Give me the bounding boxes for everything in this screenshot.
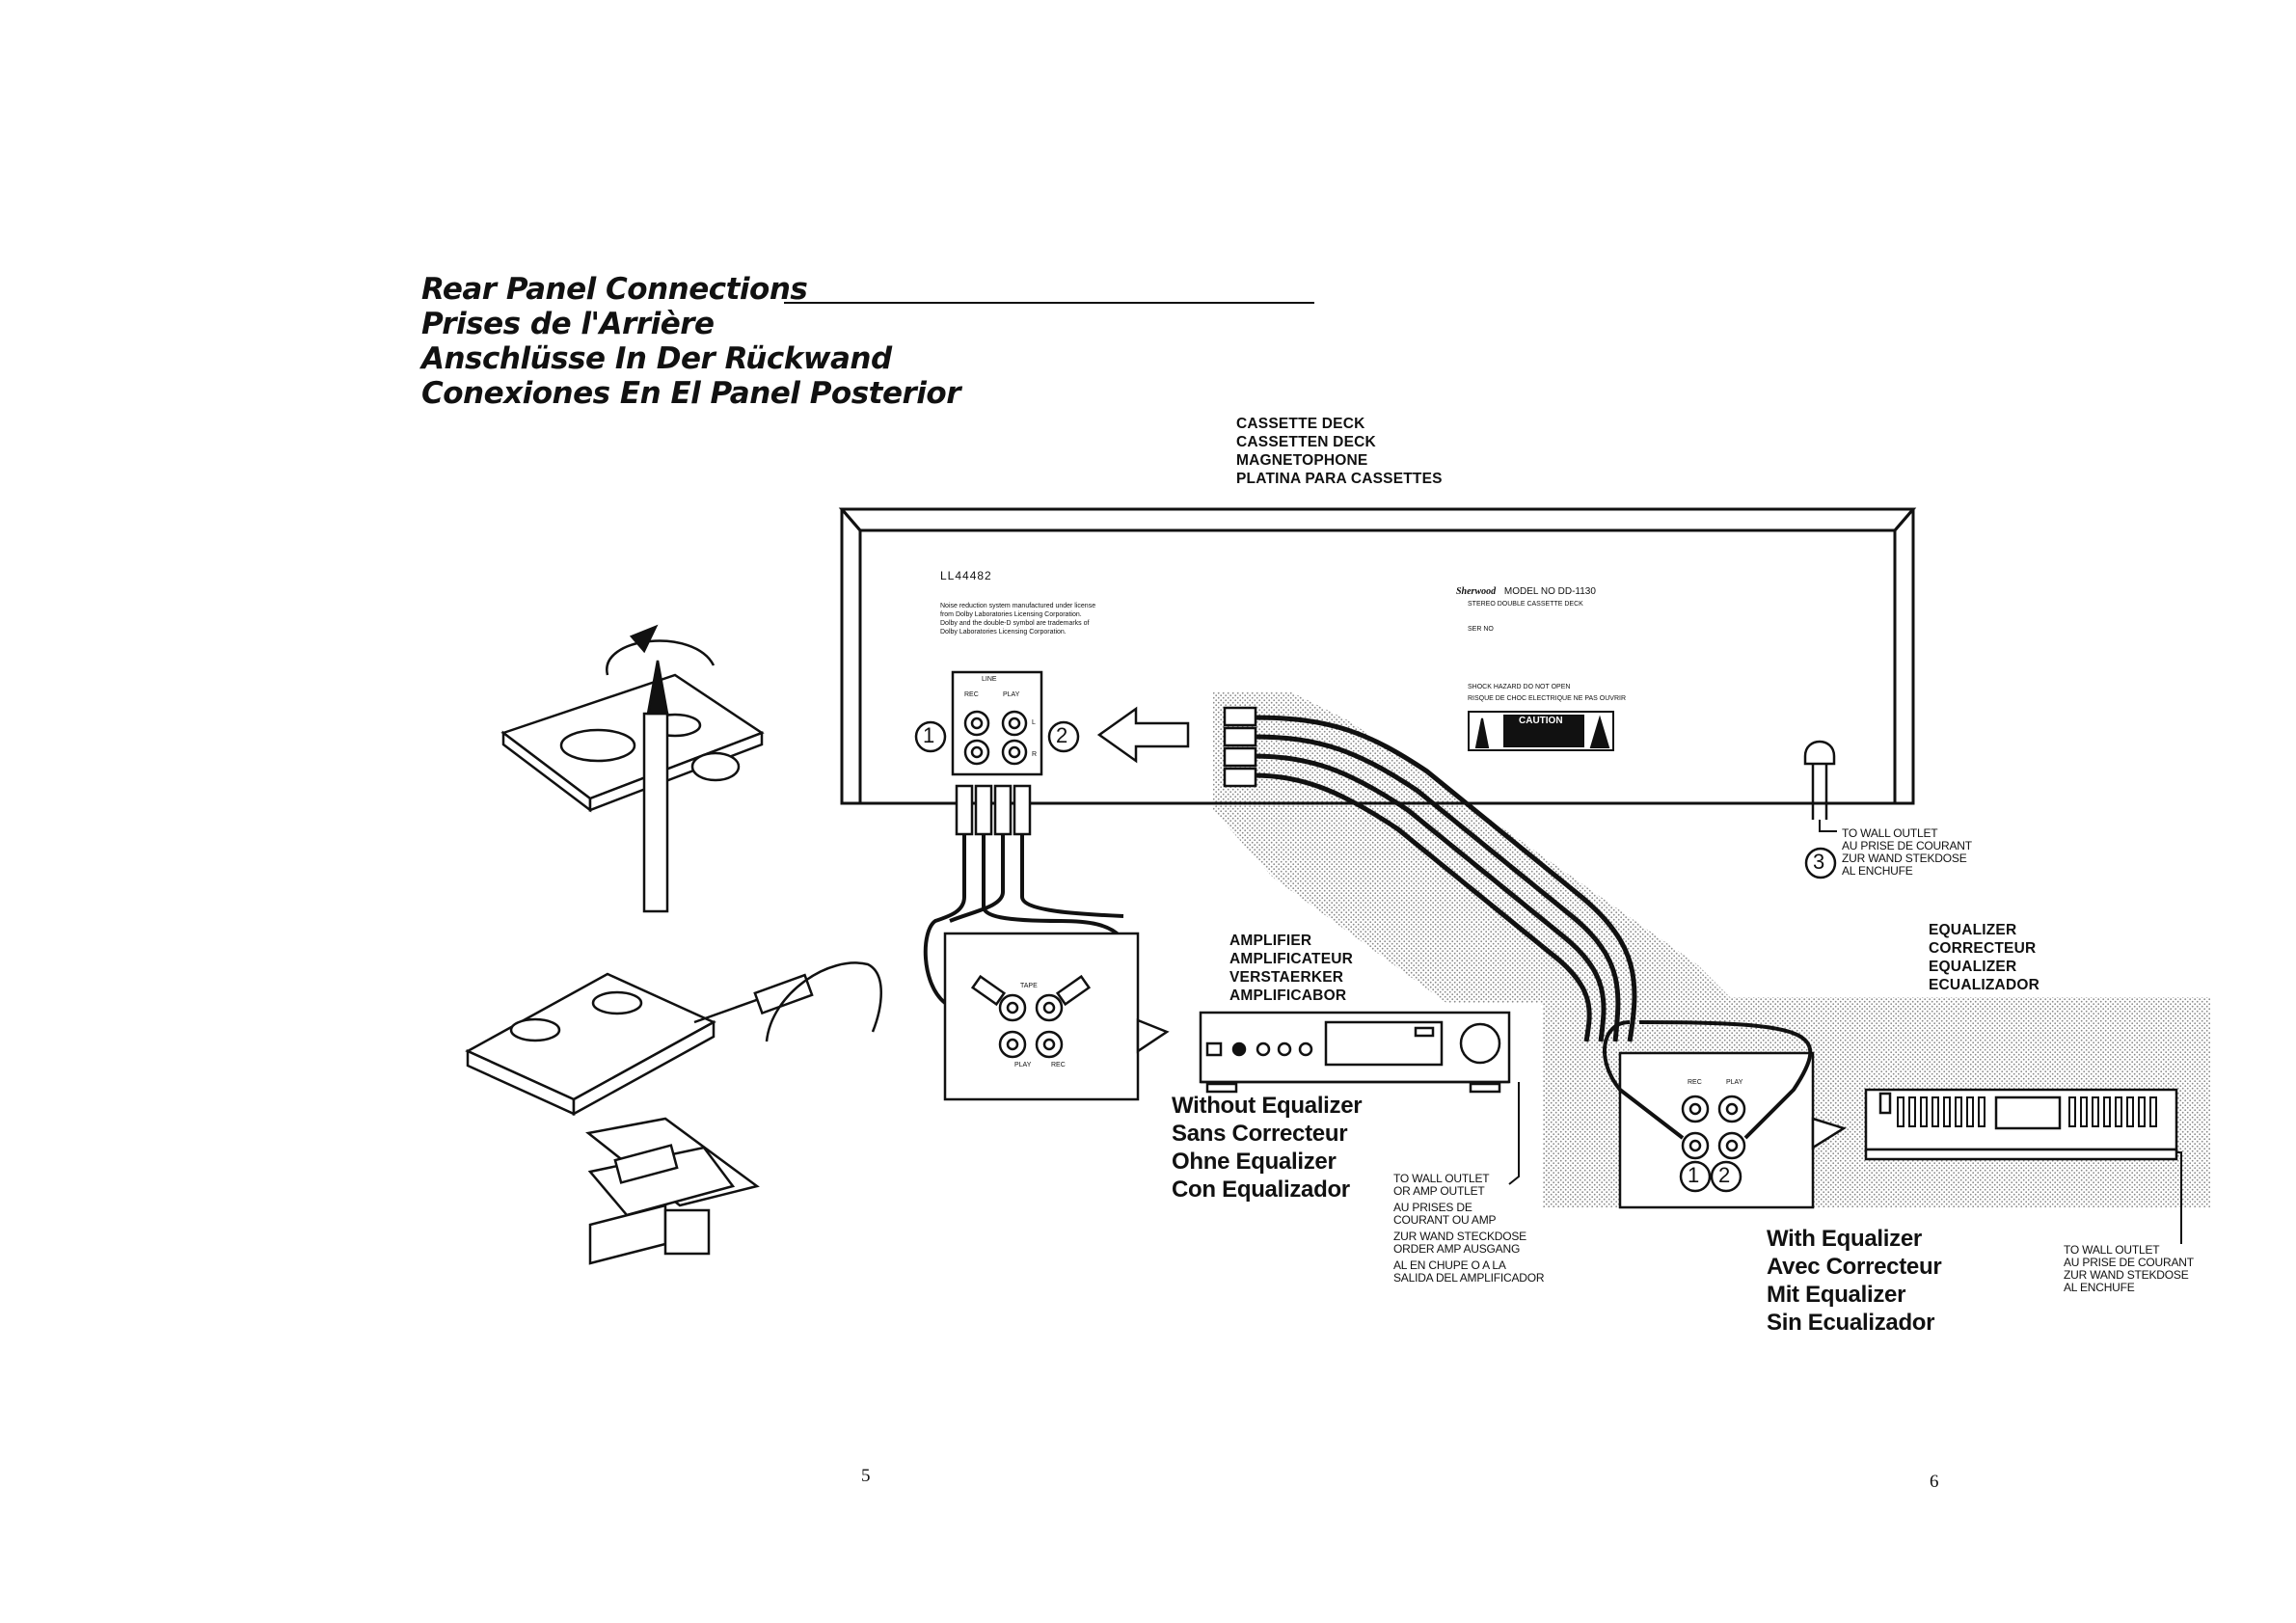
equalizer-label: EQUALIZER CORRECTEUR EQUALIZER ECUALIZAD…	[1929, 922, 2039, 993]
jack-line-label: LINE	[982, 676, 997, 683]
amp-rec-label: REC	[1051, 1062, 1066, 1068]
amplifier-label: AMPLIFIER AMPLIFICATEUR VERSTAERKER AMPL…	[1229, 933, 1354, 1004]
heading-fr: Prises de l'Arrière	[421, 307, 715, 341]
shock-warning-en: SHOCK HAZARD DO NOT OPEN	[1468, 684, 1571, 690]
callout-1-eq: 1	[1688, 1163, 1700, 1187]
amp-outlet-line	[1508, 1082, 1520, 1185]
callout-3-outlet: 3	[1813, 850, 1825, 874]
cassette-rewind-illustration	[500, 624, 765, 913]
model-plate: Sherwood MODEL NO DD-1130	[1456, 586, 1596, 597]
cassette-deck-label: CASSETTE DECK CASSETTEN DECK MAGNETOPHON…	[1236, 416, 1443, 487]
stipple-region-deck	[1213, 692, 1736, 1003]
equalizer-front	[1864, 1088, 2178, 1161]
heading-en: Rear Panel Connections	[421, 272, 808, 307]
jack-l-label: L	[1032, 719, 1036, 726]
eq-outlet-line	[2176, 1151, 2182, 1244]
ser-no: SER NO	[1468, 626, 1494, 633]
jack-play-label: PLAY	[1003, 691, 1020, 698]
amplifier-jack-callout	[943, 932, 1170, 1101]
amp-tape-label: TAPE	[1020, 983, 1038, 989]
deck-jack-panel	[951, 670, 1043, 776]
jack-rec-label: REC	[964, 691, 979, 698]
callout-2-eq: 2	[1718, 1163, 1731, 1187]
eq-rec-label: REC	[1688, 1079, 1702, 1086]
jack-r-label: R	[1032, 751, 1038, 758]
with-equalizer-caption: With Equalizer Avec Correcteur Mit Equal…	[1767, 1226, 1942, 1336]
deck-side-plugs	[1223, 706, 1257, 788]
amplifier-front	[1199, 1011, 1511, 1094]
deck-bottom-plugs	[955, 784, 1032, 836]
amp-play-label: PLAY	[1014, 1062, 1032, 1068]
cassette-screwdriver-illustration	[465, 961, 882, 1117]
equalizer-sliders	[1897, 1096, 2157, 1127]
cassette-deck-rear-panel	[838, 507, 1917, 805]
heading-rule	[784, 302, 1314, 304]
model-sub: STEREO DOUBLE CASSETTE DECK	[1468, 601, 1583, 608]
heading-de: Anschlüsse In Der Rückwand	[421, 341, 892, 376]
cassette-closeup-illustration	[585, 1117, 760, 1265]
caution-text: CAUTION	[1519, 716, 1563, 726]
callout-2-deck: 2	[1056, 723, 1068, 747]
sherwood-logo: Sherwood	[1456, 586, 1497, 597]
shock-warning-fr: RISQUE DE CHOC ELECTRIQUE NE PAS OUVRIR	[1468, 695, 1627, 702]
callout-1-deck: 1	[923, 723, 935, 747]
panel-code: LL44482	[940, 569, 992, 582]
page-number-left: 5	[861, 1466, 871, 1486]
eq-play-label: PLAY	[1726, 1079, 1743, 1086]
cable-eq-loop	[1603, 1020, 1813, 1140]
arrow-left-icon	[1096, 706, 1190, 764]
wall-outlet-deck-label: TO WALL OUTLET AU PRISE DE COURANT ZUR W…	[1842, 826, 1972, 878]
wall-outlet-amp-label: TO WALL OUTLET OR AMP OUTLET AU PRISES D…	[1393, 1172, 1545, 1285]
page-heading: Rear Panel Connections Prises de l'Arriè…	[421, 272, 961, 411]
cable-bundle-deck-to-eq	[1253, 715, 1637, 1042]
power-plug-icon	[1803, 740, 1837, 832]
page-number-right: 6	[1930, 1472, 1939, 1492]
callout-circles	[914, 720, 1837, 1193]
wall-outlet-eq-label: TO WALL OUTLET AU PRISE DE COURANT ZUR W…	[2064, 1243, 2194, 1294]
dolby-notice: Noise reduction system manufactured unde…	[940, 603, 1096, 636]
caution-label	[1468, 711, 1614, 751]
without-equalizer-caption: Without Equalizer Sans Correcteur Ohne E…	[1172, 1093, 1363, 1203]
heading-es: Conexiones En El Panel Posterior	[421, 376, 961, 411]
